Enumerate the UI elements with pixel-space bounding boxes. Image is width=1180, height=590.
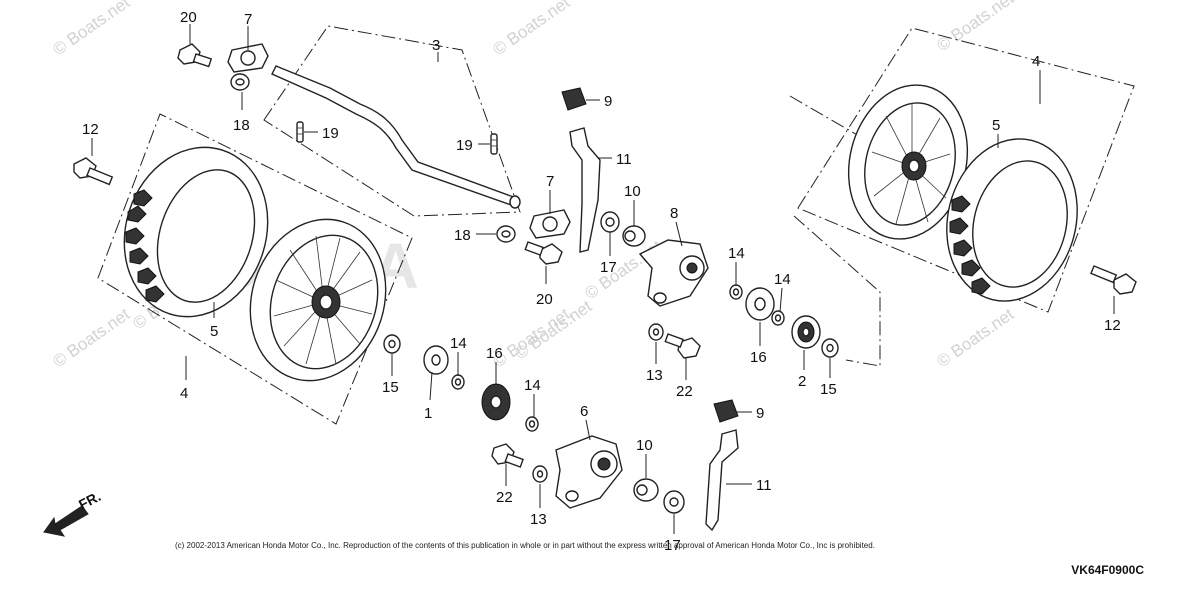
callout-13: 13 [530,511,547,528]
left-wheel-group-frame [97,113,413,425]
callout-18: 18 [454,227,471,244]
right-wheel-frame-extension [789,95,867,141]
callout-10: 10 [636,437,653,454]
watermark: © Boats.net [933,0,1017,55]
callout-12: 12 [82,121,99,138]
front-arrow-icon [43,505,89,537]
collar [622,225,646,247]
watermark: © Boats.net [49,0,133,59]
callout-17: 17 [664,537,681,554]
axle-group-frame [263,25,521,217]
watermark: © Boats.net [511,296,595,363]
washer-small [729,284,743,300]
bearing-holder [227,43,269,73]
wheel-gear [423,345,449,375]
watermark: © Boats.net [933,304,1017,371]
tire-tread-pattern [125,189,165,303]
callout-3: 3 [432,37,440,54]
callout-6: 6 [580,403,588,420]
callout-9: 9 [604,93,612,110]
callout-1: 1 [424,405,432,422]
callout-8: 8 [670,205,678,222]
watermark: © Boats.net [489,0,573,59]
washer-small [771,310,785,326]
washer [821,338,839,358]
washer [648,323,664,341]
flange-nut [230,73,250,91]
flange-bolt [524,241,563,265]
callout-14: 14 [728,245,745,262]
washer-small [451,374,465,390]
callout-12: 12 [1104,317,1121,334]
axle-shaft [271,65,521,209]
pivot-plate [638,239,709,307]
spring-pin [296,121,304,143]
callout-20: 20 [180,9,197,26]
leader-lines [91,24,1115,534]
callout-20: 20 [536,291,553,308]
callout-22: 22 [496,489,513,506]
washer [600,211,620,233]
callout-22: 22 [676,383,693,400]
wheel-bolt [73,157,114,186]
rubber-cap [713,399,739,423]
front-direction-indicator: FR. [43,488,103,537]
bearing-holder [529,209,571,239]
right-wheel-frame-extension [793,215,881,367]
right-tire [946,138,1078,302]
callout-14: 14 [774,271,791,288]
watermark: © Boats.net [49,304,133,371]
copyright-notice: (c) 2002-2013 American Honda Motor Co., … [175,541,875,550]
callout-16: 16 [750,349,767,366]
washer-small [525,416,539,432]
gear [481,383,511,421]
callout-5: 5 [210,323,218,340]
callout-4: 4 [180,385,188,402]
callout-19: 19 [322,125,339,142]
callout-17: 17 [600,259,617,276]
callout-11: 11 [756,477,772,494]
pivot-bolt [664,333,701,359]
callout-19: 19 [456,137,473,154]
bracket-plate [705,429,739,532]
flange-nut [496,225,516,243]
flange-bolt [177,43,213,68]
washer [532,465,548,483]
callout-14: 14 [524,377,541,394]
callout-9: 9 [756,405,764,422]
callout-11: 11 [616,151,632,168]
bracket-plate [569,127,601,253]
callout-4: 4 [1032,53,1040,70]
callout-labels: 20 7 18 3 19 19 12 5 4 18 7 20 9 11 10 1… [82,9,1121,554]
callout-15: 15 [382,379,399,396]
callout-7: 7 [244,11,252,28]
right-wheel-rim [847,84,969,240]
washer [663,490,685,514]
collar [633,478,659,502]
callout-13: 13 [646,367,663,384]
washer [383,334,401,354]
callout-7: 7 [546,173,554,190]
diagram-code: VK64F0900C [1071,563,1144,577]
left-tire [123,146,269,318]
left-wheel-rim [249,218,387,382]
pivot-bolt [491,443,524,468]
callout-5: 5 [992,117,1000,134]
callout-14: 14 [450,335,467,352]
spring-pin [490,133,498,155]
rubber-cap [561,87,587,111]
tire-tread-pattern [949,195,991,295]
callout-2: 2 [798,373,806,390]
gear [745,287,775,321]
callout-10: 10 [624,183,641,200]
wheel-bolt [1090,265,1137,295]
callout-18: 18 [233,117,250,134]
pivot-plate [555,435,623,509]
callout-15: 15 [820,381,837,398]
wheel-gear [791,315,821,349]
callout-16: 16 [486,345,503,362]
